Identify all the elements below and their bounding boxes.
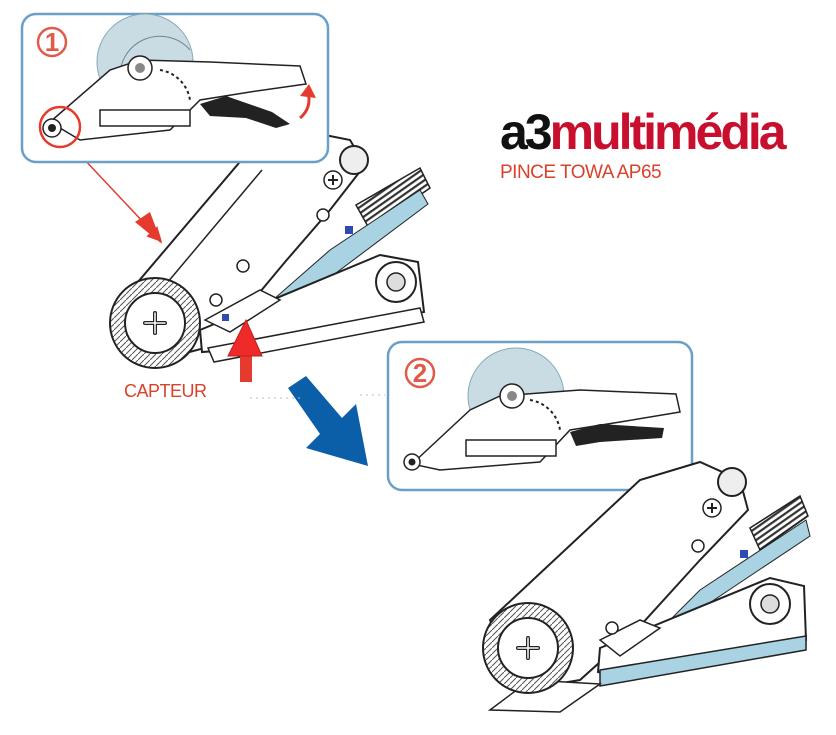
brand-prefix: a3 bbox=[500, 104, 553, 160]
inset-step-2: 2 bbox=[386, 340, 694, 492]
product-title: PINCE TOWA AP65 bbox=[500, 162, 662, 183]
flow-arrow bbox=[288, 376, 368, 466]
trigger-lever-pressed bbox=[570, 424, 664, 446]
tool-large-2 bbox=[482, 460, 811, 713]
brand-logo: a3multimédia bbox=[500, 104, 787, 160]
brand-name: multimédia bbox=[549, 104, 787, 160]
callout-arrowhead bbox=[135, 212, 162, 244]
tool-large-1 bbox=[109, 128, 431, 369]
sensor-label: CAPTEUR bbox=[124, 381, 207, 401]
sensor-arrow bbox=[227, 318, 263, 382]
trigger-lever bbox=[200, 96, 290, 128]
step-1-number: 1 bbox=[45, 27, 59, 57]
inset-step-1: 1 bbox=[20, 12, 330, 164]
step-2-number: 2 bbox=[413, 358, 427, 388]
